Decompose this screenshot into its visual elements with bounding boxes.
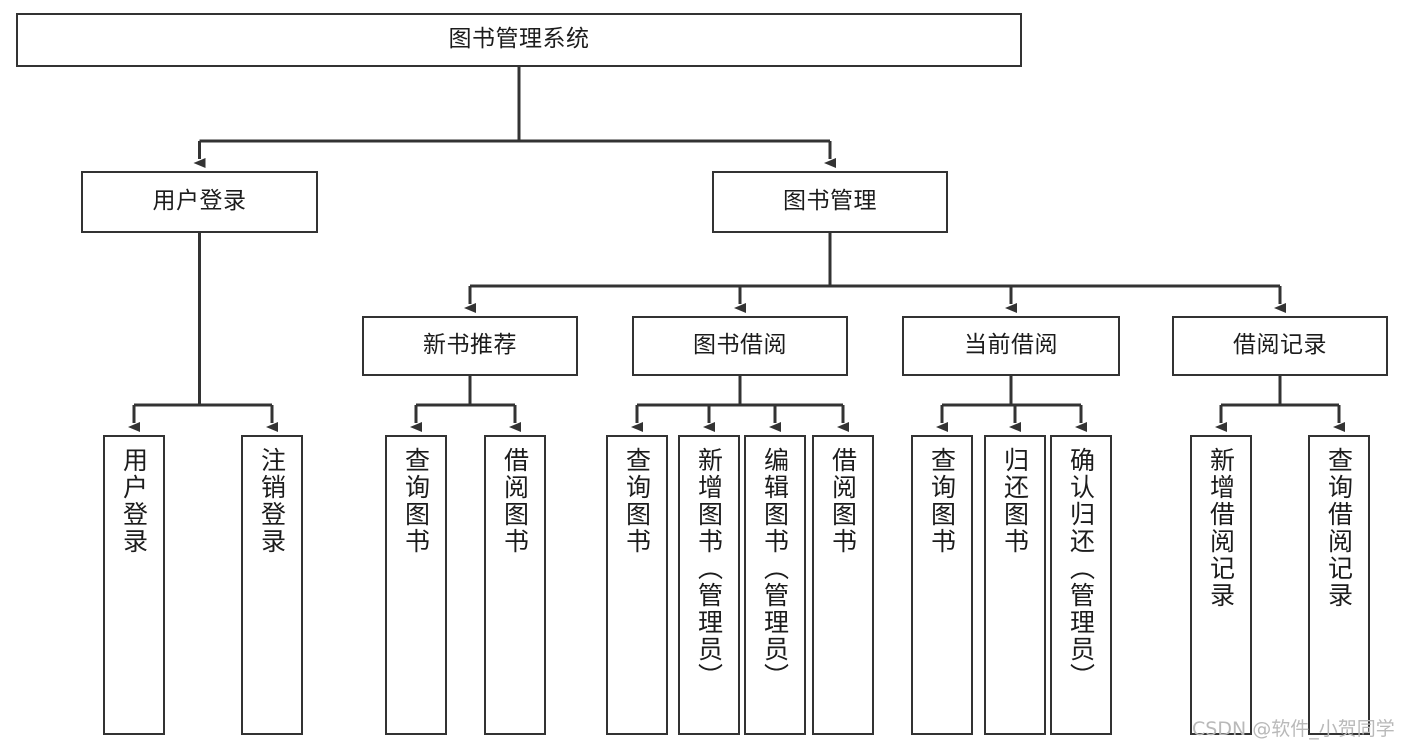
node-borrow[interactable]: 图书借阅 xyxy=(632,316,848,376)
node-leaf-cur-2[interactable]: 归还图书 xyxy=(984,435,1046,735)
node-label: 借阅图书 xyxy=(500,447,530,555)
csdn-watermark: CSDN @软件_小贺同学 xyxy=(1192,718,1395,740)
node-label: 用户登录 xyxy=(152,188,247,215)
node-leaf-rec-2[interactable]: 查询借阅记录 xyxy=(1308,435,1370,735)
node-label: 编辑图书（管理员） xyxy=(760,447,790,690)
node-leaf-bor-1[interactable]: 查询图书 xyxy=(606,435,668,735)
node-root[interactable]: 图书管理系统 xyxy=(16,13,1022,67)
node-label: 借阅图书 xyxy=(828,447,858,555)
node-leaf-cur-1[interactable]: 查询图书 xyxy=(911,435,973,735)
node-label: 借阅记录 xyxy=(1233,332,1327,359)
node-newbook[interactable]: 新书推荐 xyxy=(362,316,578,376)
node-label: 注销登录 xyxy=(257,447,287,555)
node-leaf-new-2[interactable]: 借阅图书 xyxy=(484,435,546,735)
node-leaf-login-2[interactable]: 注销登录 xyxy=(241,435,303,735)
node-label: 图书借阅 xyxy=(693,332,787,359)
node-login[interactable]: 用户登录 xyxy=(81,171,318,233)
node-leaf-rec-1[interactable]: 新增借阅记录 xyxy=(1190,435,1252,735)
node-leaf-bor-4[interactable]: 借阅图书 xyxy=(812,435,874,735)
node-label: 用户登录 xyxy=(119,447,149,555)
node-records[interactable]: 借阅记录 xyxy=(1172,316,1388,376)
node-label: 查询图书 xyxy=(927,447,957,555)
node-label: 查询图书 xyxy=(622,447,652,555)
node-leaf-cur-3[interactable]: 确认归还（管理员） xyxy=(1050,435,1112,735)
node-current[interactable]: 当前借阅 xyxy=(902,316,1120,376)
node-leaf-new-1[interactable]: 查询图书 xyxy=(385,435,447,735)
node-label: 图书管理系统 xyxy=(448,26,590,53)
node-label: 确认归还（管理员） xyxy=(1066,447,1096,690)
node-label: 新增图书（管理员） xyxy=(694,447,724,690)
node-label: 新增借阅记录 xyxy=(1206,447,1236,609)
node-label: 新书推荐 xyxy=(423,332,517,359)
node-leaf-bor-2[interactable]: 新增图书（管理员） xyxy=(678,435,740,735)
node-label: 查询借阅记录 xyxy=(1324,447,1354,609)
node-label: 当前借阅 xyxy=(964,332,1058,359)
node-bookmgmt[interactable]: 图书管理 xyxy=(712,171,948,233)
node-leaf-bor-3[interactable]: 编辑图书（管理员） xyxy=(744,435,806,735)
node-label: 图书管理 xyxy=(783,188,877,215)
node-label: 归还图书 xyxy=(1000,447,1030,555)
node-label: 查询图书 xyxy=(401,447,431,555)
node-leaf-login-1[interactable]: 用户登录 xyxy=(103,435,165,735)
